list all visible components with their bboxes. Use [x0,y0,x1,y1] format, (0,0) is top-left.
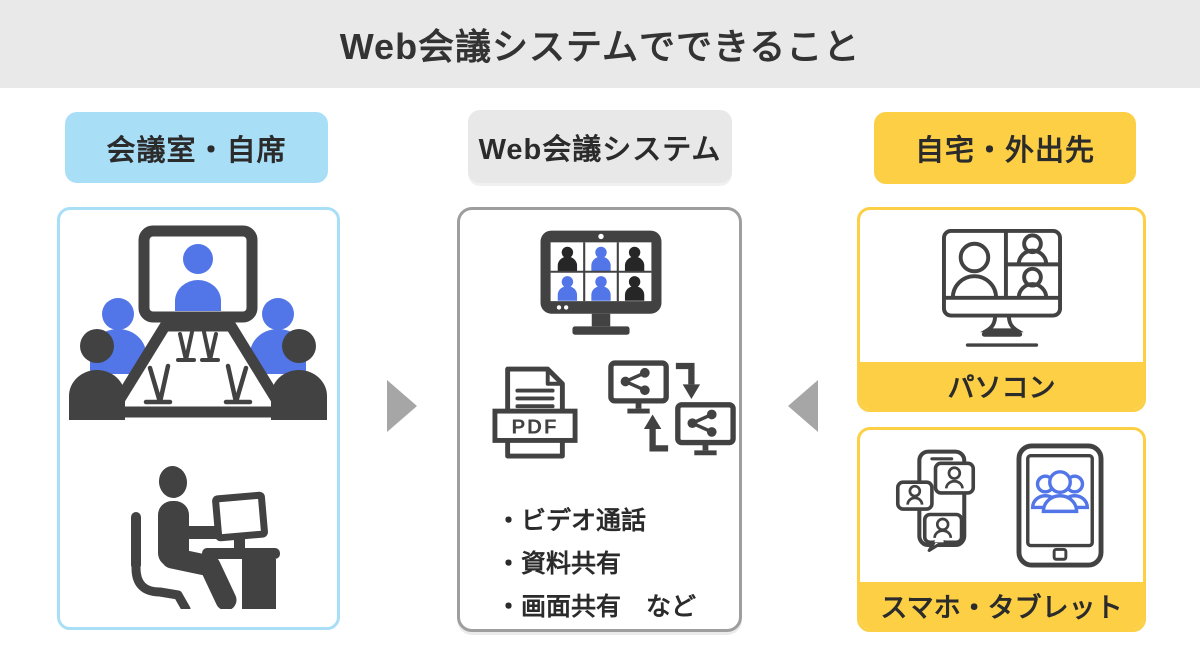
label-web-conference-system-text: Web会議システム [478,133,722,166]
label-meeting-room-desk-text: 会議室・自席 [106,134,287,167]
pc-label-text: パソコン [947,373,1056,403]
feature-list: ・ビデオ通話 ・資料共有 ・画面共有 など [496,500,696,629]
screen-share-monitors-icon [608,360,736,456]
mobile-label-band: スマホ・タブレット [860,582,1143,629]
video-call-grid-monitor-icon [540,230,662,335]
feature-item-screen-share: ・画面共有 など [496,593,697,621]
pdf-file-icon: PDF [492,366,578,459]
pdf-label-text: PDF [512,416,559,439]
label-home-outside: 自宅・外出先 [874,112,1136,184]
header-bar: Web会議システムでできること [0,0,1200,88]
person-at-desk-illustration-icon [131,466,280,609]
label-web-conference-system: Web会議システム [468,110,732,183]
arrow-left-icon [788,380,818,432]
mobile-label-text: スマホ・タブレット [880,593,1123,623]
meeting-room-illustration-icon [69,225,327,420]
pc-video-call-icon [942,228,1062,347]
smartphone-chat-bubbles-icon [895,449,976,552]
pc-label-band: パソコン [860,362,1143,409]
tablet-group-call-icon [1016,443,1104,568]
page-title: Web会議システムでできること [339,26,861,67]
arrow-right-icon [387,380,417,432]
label-home-outside-text: 自宅・外出先 [914,135,1095,167]
label-meeting-room-desk: 会議室・自席 [65,112,328,183]
feature-item-video-call: ・ビデオ通話 [496,507,647,535]
feature-item-document-share: ・資料共有 [496,550,622,578]
